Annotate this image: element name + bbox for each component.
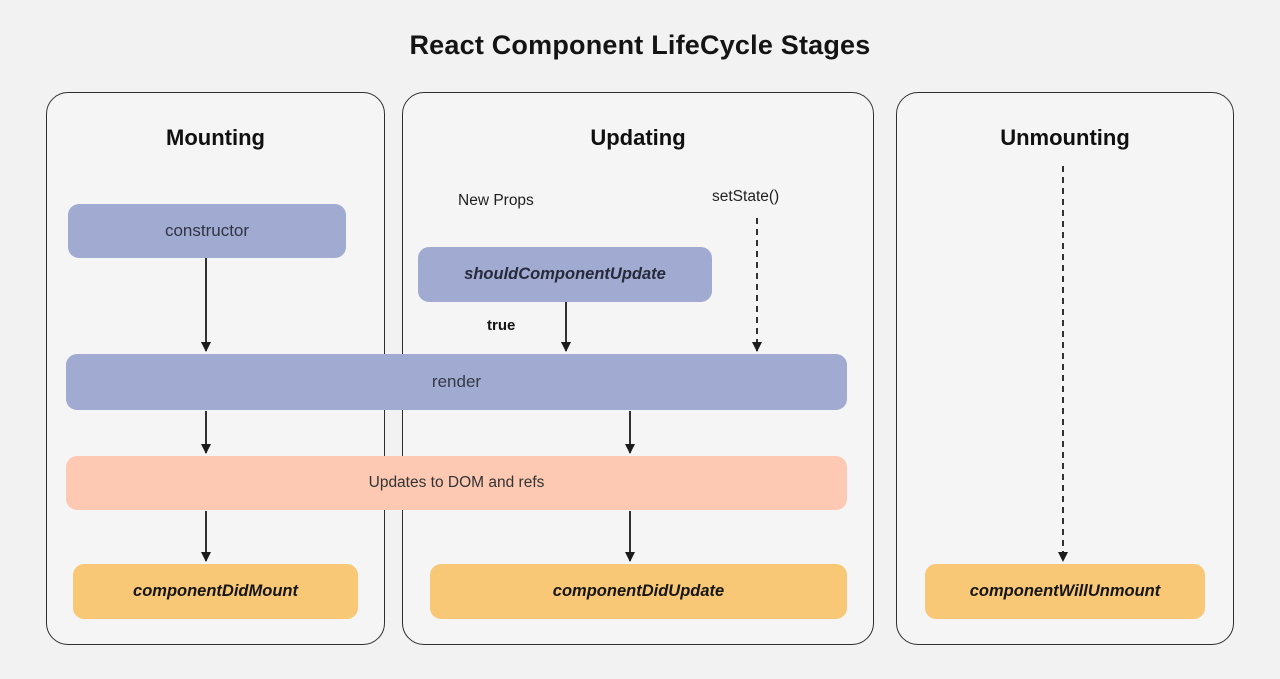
new-props-label: New Props (458, 192, 534, 209)
updates-dom-refs-bar: Updates to DOM and refs (66, 456, 847, 510)
component-will-unmount-node: componentWillUnmount (925, 564, 1205, 619)
should-component-update-node: shouldComponentUpdate (418, 247, 712, 302)
component-did-mount-node: componentDidMount (73, 564, 358, 619)
page-title: React Component LifeCycle Stages (409, 30, 871, 60)
setstate-label: setState() (712, 188, 780, 205)
panel-mounting-heading: Mounting (166, 125, 265, 150)
panel-unmounting-heading: Unmounting (1000, 125, 1130, 150)
component-did-update-node: componentDidUpdate (430, 564, 847, 619)
true-label: true (487, 317, 516, 334)
panel-updating-heading: Updating (590, 125, 686, 150)
panel-unmounting: Unmounting (896, 92, 1234, 645)
constructor-node: constructor (68, 204, 346, 258)
render-bar: render (66, 354, 847, 410)
